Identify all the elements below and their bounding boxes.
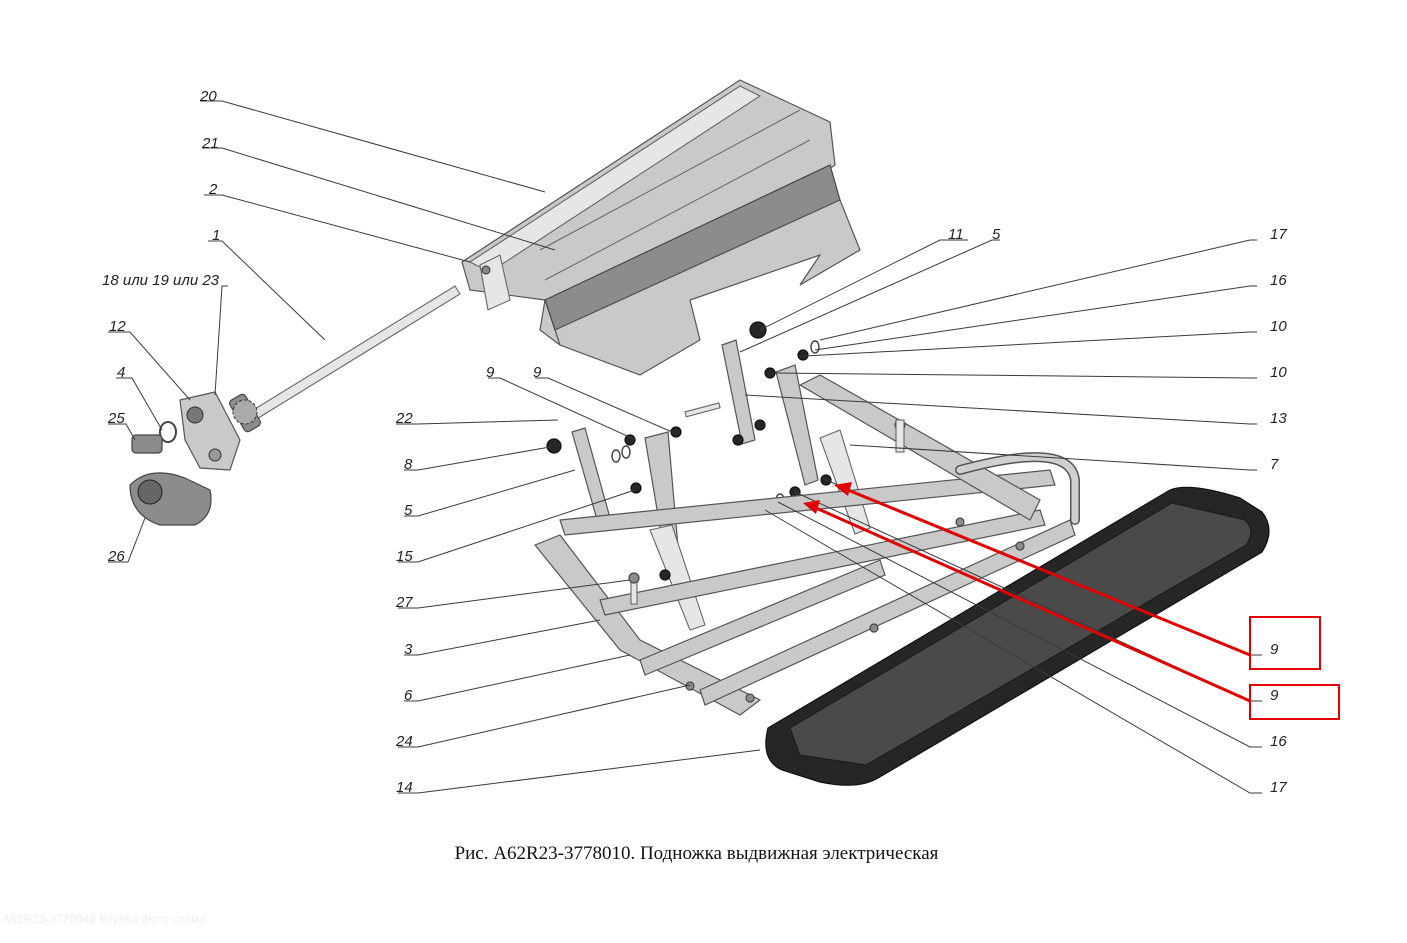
- callout-3: 3: [404, 641, 413, 658]
- mounting-bracket: [461, 79, 861, 376]
- callout-11: 11: [948, 226, 964, 243]
- gear: [232, 399, 258, 425]
- callout-17-top: 17: [1270, 226, 1287, 243]
- callout-9-mid: 9: [533, 364, 542, 381]
- callout-13: 13: [1270, 410, 1287, 427]
- watermark: A62R23-3778048 Втулка фото схема: [2, 912, 207, 926]
- callout-14: 14: [396, 779, 413, 796]
- callout-9-left: 9: [486, 364, 495, 381]
- callout-6: 6: [404, 687, 413, 704]
- callout-5-top: 5: [992, 226, 1001, 243]
- callout-15: 15: [396, 548, 413, 565]
- callout-25: 25: [107, 410, 125, 427]
- callout-16-top: 16: [1270, 272, 1287, 289]
- highlight-arrow-upper: [847, 488, 1251, 657]
- highlight-box-upper: [1249, 616, 1321, 670]
- callout-2: 2: [208, 181, 218, 198]
- hardware-nuts-washers: [546, 321, 832, 581]
- callout-10-lower: 10: [1270, 364, 1287, 381]
- callout-labels: 20 21 2 1 18 или 19 или 23 12 4 25 26 11…: [102, 88, 1287, 796]
- callout-18-19-23: 18 или 19 или 23: [102, 272, 220, 289]
- electric-motor: [129, 472, 212, 526]
- step-frame: [534, 374, 1080, 716]
- callout-26: 26: [107, 548, 125, 565]
- callout-1: 1: [212, 227, 220, 244]
- step-board: [765, 486, 1270, 786]
- callout-20: 20: [199, 88, 217, 105]
- gearbox-housing: [179, 391, 241, 471]
- highlight-annotation: [803, 482, 1340, 720]
- callout-7: 7: [1270, 456, 1279, 473]
- callout-24: 24: [395, 733, 413, 750]
- callout-17-bottom: 17: [1270, 779, 1287, 796]
- linkage-arm-right: [721, 339, 871, 535]
- callout-10-upper: 10: [1270, 318, 1287, 335]
- callout-22: 22: [395, 410, 413, 427]
- callout-9-highlight-lower: 9: [1270, 687, 1279, 704]
- leader-lines: [108, 100, 1262, 794]
- callout-9-highlight-upper: 9: [1270, 641, 1279, 658]
- callout-8: 8: [404, 456, 413, 473]
- callout-12: 12: [109, 318, 126, 335]
- linkage-arm-left: [571, 427, 706, 631]
- highlight-box-lower: [1249, 684, 1340, 720]
- callout-27: 27: [395, 594, 413, 611]
- connector: [131, 434, 163, 454]
- callout-4: 4: [117, 364, 125, 381]
- drive-shaft: [229, 285, 461, 433]
- callout-16-bottom: 16: [1270, 733, 1287, 750]
- figure-caption: Рис. А62R23-3778010. Подножка выдвижная …: [0, 843, 1407, 865]
- highlight-arrow-lower: [815, 506, 1251, 703]
- seal-ring: [159, 421, 177, 443]
- callout-21: 21: [201, 135, 219, 152]
- callout-5-left: 5: [404, 502, 413, 519]
- figure-caption-text: Рис. А62R23-3778010. Подножка выдвижная …: [454, 843, 939, 864]
